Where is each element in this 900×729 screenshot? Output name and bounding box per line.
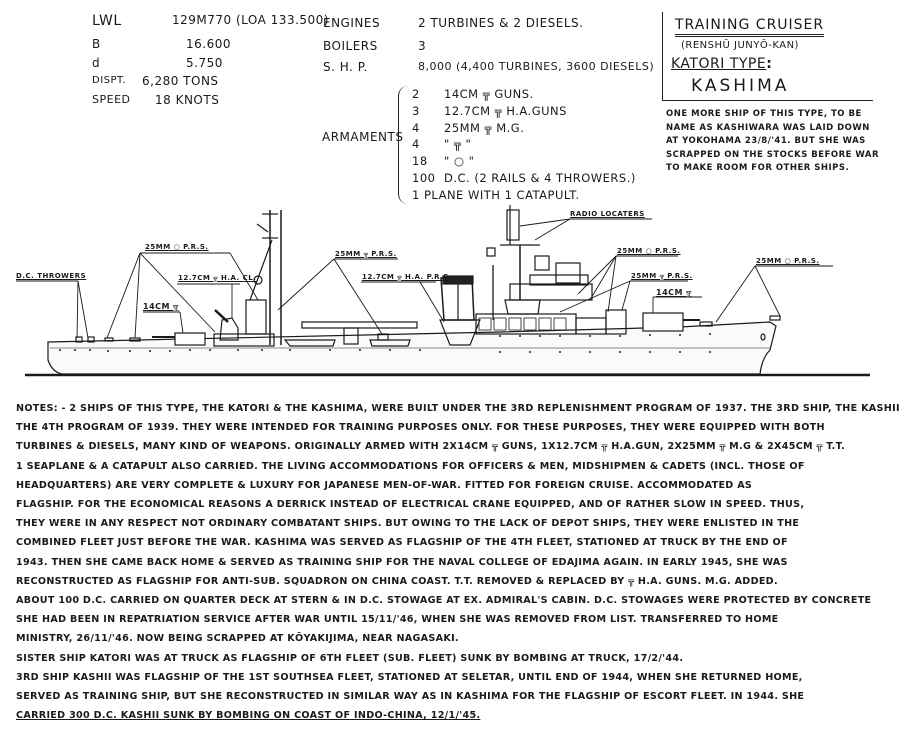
label-25mm-twin-fwd: 25mm ╦ P.R.S. <box>631 272 693 280</box>
label-14cm-fwd: 14cm ╦ <box>656 288 692 297</box>
spec-label-boilers: BOILERS <box>323 39 378 53</box>
notes-line: SISTER SHIP KATORI WAS AT TRUCK AS FLAGS… <box>16 652 684 664</box>
spec-value-displacement: 6,280 TONS <box>142 74 219 88</box>
title-class: KATORI TYPE: <box>671 56 773 72</box>
spec-label-draft: d <box>92 56 101 70</box>
notes-line: THE 4TH PROGRAM OF 1939. THEY WERE INTEN… <box>16 422 825 434</box>
spec-label-beam: B <box>92 37 101 51</box>
notes-line: SHE HAD BEEN IN REPATRIATION SERVICE AFT… <box>16 614 779 626</box>
armaments-label: ARMAMENTS <box>322 130 404 144</box>
notes-line: TURBINES & DIESELS, MANY KIND OF WEAPONS… <box>16 441 845 453</box>
label-25mm-single-bow: 25mm ○ P.R.S. <box>756 257 820 265</box>
title-main: TRAINING CRUISER <box>675 17 825 37</box>
label-radio-locaters: RADIO LOCATERS <box>570 210 645 218</box>
armaments-list: 214cm ╦ GUNS. 312.7cm ╦ H.A.GUNS 425mm ╦… <box>412 86 636 204</box>
armament-row: 18" ○ " <box>412 154 475 169</box>
spec-value-draft: 5.750 <box>186 56 223 70</box>
notes-line: 1943. THEN SHE CAME BACK HOME & SERVED A… <box>16 556 788 568</box>
title-box: TRAINING CRUISER (RENSHŪ JUNYŌ-KAN) KATO… <box>662 12 873 101</box>
notes-section: NOTES: - 2 SHIPS OF THIS TYPE, THE KATOR… <box>16 399 900 725</box>
spec-value-shp: 8,000 (4,400 TURBINES, 3600 DIESELS) <box>418 60 655 73</box>
notes-line: 1 SEAPLANE & A CATAPULT ALSO CARRIED. TH… <box>16 460 805 472</box>
spec-label-displacement: DISPT. <box>92 75 127 86</box>
spec-value-lwl: 129M770 (LOA 133.500) <box>172 13 329 27</box>
spec-label-engines: ENGINES <box>323 16 381 30</box>
armament-row: 1 PLANE WITH 1 CATAPULT. <box>412 187 580 202</box>
label-14cm-aft: 14cm ╦ <box>143 302 179 311</box>
armament-row: 425mm ╦ M.G. <box>412 120 525 135</box>
notes-line: FLAGSHIP. FOR THE ECONOMICAL REASONS A D… <box>16 499 805 511</box>
notes-line: NOTES: - 2 SHIPS OF THIS TYPE, THE KATOR… <box>16 403 900 414</box>
label-25mm-single-fwd: 25mm ○ P.R.S. <box>617 247 681 255</box>
armament-row: 312.7cm ╦ H.A.GUNS <box>412 103 567 118</box>
label-127-ha-prs: 12.7cm ╦ H.A. P.R.S. <box>362 273 453 281</box>
side-note: ONE MORE SHIP OF THIS TYPE, TO BE NAME A… <box>666 109 880 173</box>
notes-line: HEADQUARTERS) ARE VERY COMPLETE & LUXURY… <box>16 479 753 491</box>
ship-name: KASHIMA <box>691 76 790 96</box>
spec-value-engines: 2 TURBINES & 2 DIESELS. <box>418 16 584 30</box>
notes-line: RECONSTRUCTED AS FLAGSHIP FOR ANTI-SUB. … <box>16 575 778 587</box>
notes-line: MINISTRY, 26/11/'46. NOW BEING SCRAPPED … <box>16 633 459 645</box>
armament-row: 4" ╦ " <box>412 137 472 152</box>
notes-line: THEY WERE IN ANY RESPECT NOT ORDINARY CO… <box>16 518 800 530</box>
spec-label-lwl: LWL <box>92 13 122 29</box>
spec-value-speed: 18 KNOTS <box>155 93 220 107</box>
spec-label-shp: S. H. P. <box>323 60 368 74</box>
ship-profile-drawing <box>16 205 870 377</box>
armament-row: 214cm ╦ GUNS. <box>412 87 534 101</box>
armaments-brace <box>398 86 409 204</box>
label-25mm-single-aft: 25mm ○ P.R.S. <box>145 243 209 251</box>
notes-line: CARRIED 300 D.C. KASHII SUNK BY BOMBING … <box>16 710 481 722</box>
title-subtitle: (RENSHŪ JUNYŌ-KAN) <box>681 40 799 51</box>
label-127-ha-cl: 12.7cm ╦ H.A. CL. <box>178 274 257 282</box>
notes-line: 3RD SHIP KASHII WAS FLAGSHIP OF THE 1ST … <box>16 671 803 683</box>
notes-line: SERVED AS TRAINING SHIP, BUT SHE RECONST… <box>16 691 805 703</box>
label-25mm-twin-mid: 25mm ╦ P.R.S. <box>335 250 397 258</box>
notes-line: COMBINED FLEET JUST BEFORE THE WAR. KASH… <box>16 537 788 549</box>
notes-line: ABOUT 100 D.C. CARRIED ON QUARTER DECK A… <box>16 595 872 607</box>
spec-value-beam: 16.600 <box>186 37 231 51</box>
label-dc-throwers: D.C. THROWERS <box>16 272 87 280</box>
spec-label-speed: SPEED <box>92 93 131 106</box>
spec-value-boilers: 3 <box>418 39 427 53</box>
